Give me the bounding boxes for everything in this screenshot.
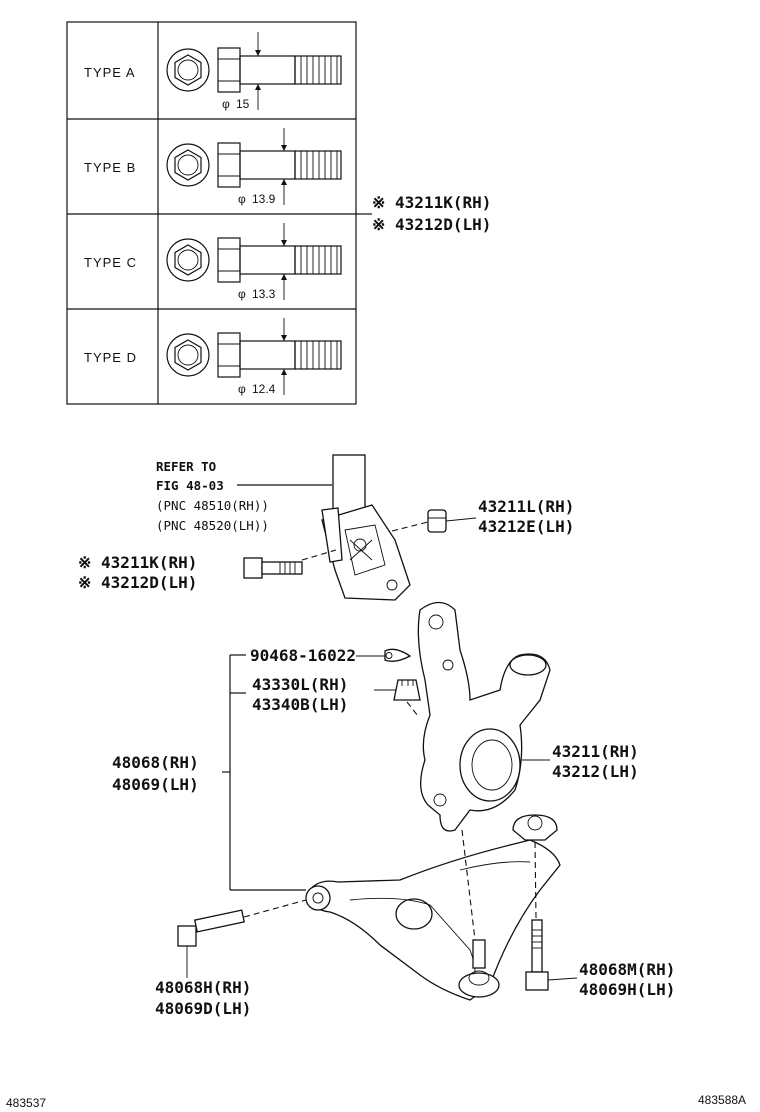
- hub-bolt-type-c-icon: [217, 223, 342, 300]
- table-bolt-label-lh: ※ 43212D(LH): [372, 215, 491, 234]
- table-row-type-d: TYPE D: [84, 318, 342, 396]
- arm-bolt-dash: [243, 899, 307, 918]
- strut-bolt-label-lh: ※ 43212D(LH): [78, 573, 197, 592]
- footer-right-code: 483588A: [698, 1093, 746, 1107]
- rear-bolt-dash: [534, 841, 537, 919]
- hub-bolt-type-b-icon: [217, 128, 342, 205]
- arm-bolt-label-lh: 48069D(LH): [155, 999, 251, 1018]
- castle-nut-icon: [393, 679, 421, 701]
- ball-joint-dash: [461, 829, 476, 941]
- cotter-pin-icon: [384, 648, 412, 662]
- type-d-diameter: 12.4: [252, 382, 276, 396]
- arm-bolt-label-rh: 48068H(RH): [155, 978, 251, 997]
- table-frame: [66, 21, 357, 405]
- strut-bolt-icon: [243, 557, 303, 579]
- shock-absorber-strut-icon: [321, 454, 411, 601]
- refer-line-2: FIG 48-03: [156, 478, 224, 493]
- hex-head-end-view-icon: [166, 333, 210, 377]
- nut-dash-line: [391, 521, 429, 532]
- rear-bolt-leader: [547, 977, 578, 981]
- nut-top-label-lh: 43212E(LH): [478, 517, 574, 536]
- rear-bushing-ball-icon: [512, 814, 558, 841]
- type-a-diameter: 15: [236, 97, 250, 111]
- arm-assembly-bracket: [222, 654, 306, 891]
- footer-left-code: 483537: [6, 1096, 46, 1110]
- type-c-label: TYPE C: [84, 255, 137, 270]
- table-row-type-c: TYPE C: [84, 223, 342, 301]
- diameter-symbol: φ: [238, 287, 246, 301]
- arm-label-lh: 48069(LH): [112, 775, 199, 794]
- nut-leader-line: [445, 517, 477, 522]
- hub-bolt-type-a-icon: [217, 32, 342, 110]
- castle-nut-label-rh: 43330L(RH): [252, 675, 348, 694]
- castle-nut-dash: [406, 701, 419, 717]
- strut-bolt-dash-line: [301, 549, 337, 561]
- arm-label-rh: 48068(RH): [112, 753, 199, 772]
- table-bolt-label-rh: ※ 43211K(RH): [372, 193, 491, 212]
- type-b-label: TYPE B: [84, 160, 136, 175]
- refer-line-1: REFER TO: [156, 459, 216, 474]
- castle-nut-label-lh: 43340B(LH): [252, 695, 348, 714]
- hex-head-end-view-icon: [166, 48, 210, 92]
- ball-joint-icon: [458, 939, 500, 998]
- strut-bolt-label-rh: ※ 43211K(RH): [78, 553, 197, 572]
- arm-bolt-icon: [177, 909, 245, 947]
- steering-knuckle-icon: [417, 601, 551, 832]
- rear-vertical-bolt-icon: [525, 919, 549, 991]
- cotter-pin-label: 90468-16022: [250, 646, 356, 665]
- type-a-label: TYPE A: [84, 65, 136, 80]
- type-b-diameter: 13.9: [252, 192, 276, 206]
- diameter-symbol: φ: [238, 382, 246, 396]
- nut-top-label-rh: 43211L(RH): [478, 497, 574, 516]
- knuckle-label-rh: 43211(RH): [552, 742, 639, 761]
- knuckle-label-lh: 43212(LH): [552, 762, 639, 781]
- diameter-symbol: φ: [238, 192, 246, 206]
- refer-pnc-rh: (PNC 48510(RH)): [156, 498, 269, 513]
- table-row-type-b: TYPE B: [84, 128, 342, 206]
- type-d-label: TYPE D: [84, 350, 137, 365]
- type-c-diameter: 13.3: [252, 287, 276, 301]
- lower-control-arm-icon: [305, 839, 561, 1001]
- refer-pnc-lh: (PNC 48520(LH)): [156, 518, 269, 533]
- flange-nut-icon: [427, 509, 447, 533]
- rear-bolt-label-rh: 48068M(RH): [579, 960, 675, 979]
- hub-bolt-type-d-icon: [217, 318, 342, 395]
- bolt-type-table: TYPE A: [66, 21, 357, 405]
- table-row-type-a: TYPE A: [84, 32, 342, 111]
- rear-bolt-label-lh: 48069H(LH): [579, 980, 675, 999]
- diameter-symbol: φ: [222, 97, 230, 111]
- hex-head-end-view-icon: [166, 143, 210, 187]
- hex-head-end-view-icon: [166, 238, 210, 282]
